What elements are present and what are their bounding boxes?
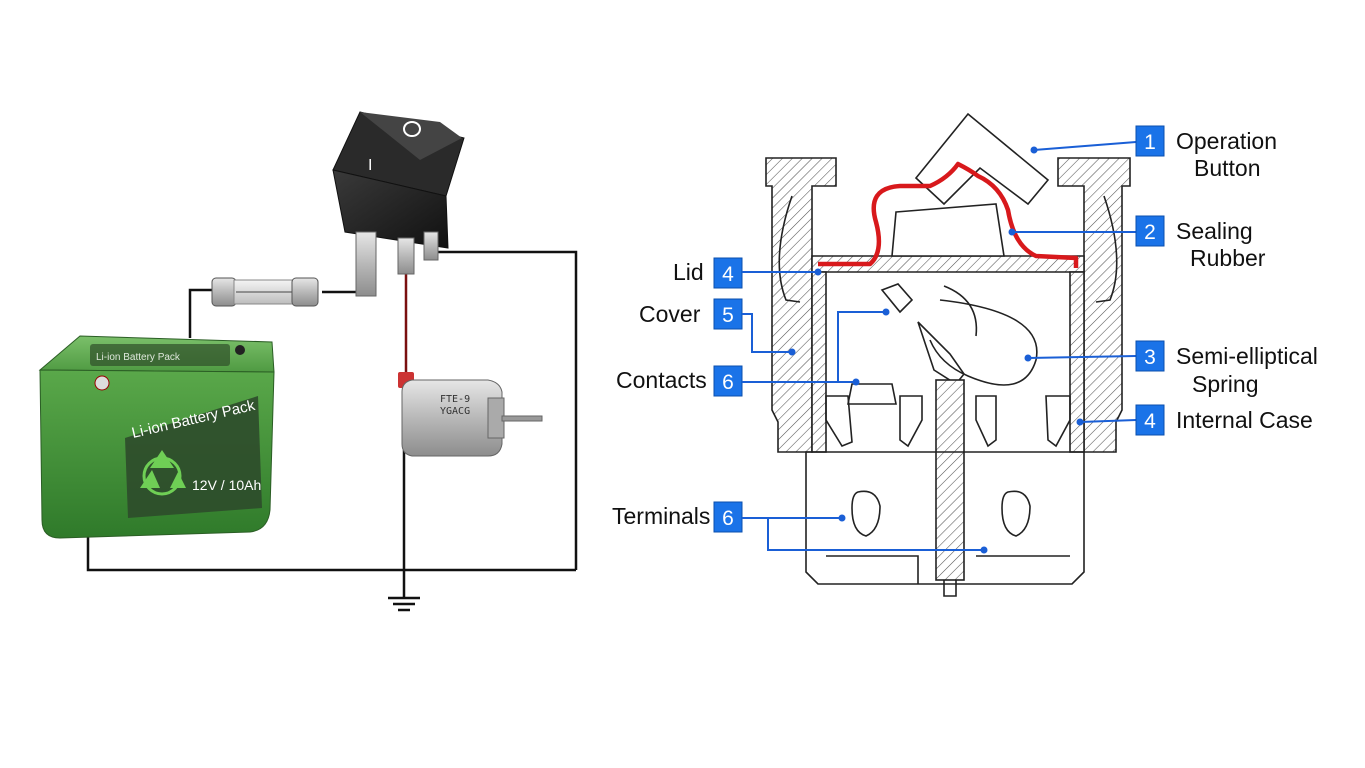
cover-right: [1057, 157, 1131, 453]
switch-cross-section: 1 Operation Button 2 Sealing Rubber 3 Se…: [612, 112, 1318, 597]
dc-motor: FTE-9 YGACG: [398, 372, 543, 457]
leader-3: [1027, 355, 1137, 359]
internal-case-right: [1069, 271, 1085, 453]
leader-1: [1033, 141, 1137, 151]
callout-4-right-number: 4: [1144, 410, 1156, 433]
leader-6-contacts-b: [837, 311, 886, 382]
ground-symbol: [388, 596, 420, 612]
terminal-left: [851, 490, 881, 537]
leader-5: [742, 313, 792, 353]
callout-5-number: 5: [722, 304, 734, 327]
leader-4-right: [1079, 419, 1137, 423]
terminals-housing: [805, 451, 1085, 585]
circuit-group: I FTE-9 YGACG Li-ion Battery Pack Li-ion…: [38, 111, 578, 612]
wire-switch-to-right: [432, 250, 578, 570]
callout-2-number: 2: [1144, 221, 1156, 244]
motor-marking-1: FTE-9: [440, 394, 470, 405]
recycle-icon: [140, 450, 186, 496]
callout-6-contacts-box: [713, 365, 743, 397]
callout-6-terminals-box: [713, 501, 743, 533]
callout-3-box: [1135, 340, 1165, 372]
leader-dot-6d: [980, 546, 988, 554]
battery-top-label: Li-ion Battery Pack: [96, 352, 181, 363]
callout-3-line1: Semi-elliptical: [1176, 343, 1318, 369]
callout-1-box: [1135, 125, 1165, 157]
callout-4-right-label: Internal Case: [1176, 407, 1313, 433]
semi-elliptical-spring: [929, 299, 1038, 386]
callout-3-number: 3: [1144, 346, 1156, 369]
callout-4-left-label: Lid: [673, 259, 704, 285]
leader-dot-6c: [838, 514, 846, 522]
internal-case-left: [811, 271, 827, 453]
callout-6-terminals-label: Terminals: [612, 503, 710, 529]
leader-dot-4-right: [1076, 418, 1084, 426]
callout-1-line2: Button: [1194, 155, 1261, 181]
battery-rating: 12V / 10Ah: [192, 477, 261, 493]
fuse: [211, 277, 319, 307]
callout-5-label: Cover: [639, 301, 701, 327]
callout-3-line2: Spring: [1192, 371, 1258, 397]
callout-2-box: [1135, 215, 1165, 247]
leader-dot-6b: [882, 308, 890, 316]
motor-marking-2: YGACG: [440, 406, 470, 417]
contacts-left: [847, 383, 897, 405]
terminal-right: [1001, 490, 1031, 537]
callout-6-contacts-label: Contacts: [616, 367, 707, 393]
switch-off-mark: [403, 121, 421, 137]
callout-1-line1: Operation: [1176, 128, 1277, 154]
leader-dot-5: [788, 348, 796, 356]
battery-pack: Li-ion Battery Pack Li-ion Battery Pack …: [38, 335, 275, 539]
clip-right: [1095, 195, 1118, 303]
clip-left: [778, 195, 801, 303]
callout-4-right-box: [1135, 404, 1165, 436]
callout-1-number: 1: [1144, 131, 1156, 154]
rocker-switch: I: [332, 111, 465, 297]
center-post: [935, 379, 965, 581]
cover-left: [765, 157, 837, 453]
leader-dot-6a: [852, 378, 860, 386]
operation-button: [914, 112, 1050, 206]
callout-6-contacts-number: 6: [722, 371, 734, 394]
leader-dot-4-left: [814, 268, 822, 276]
sealing-rubber: [818, 161, 1079, 268]
switch-on-mark: I: [368, 157, 372, 174]
callout-4-left-number: 4: [722, 263, 734, 286]
callout-2-line1: Sealing: [1176, 218, 1253, 244]
leader-dot-2: [1008, 228, 1016, 236]
callout-6-terminals-number: 6: [722, 507, 734, 530]
wire-battery-to-fuse: [188, 288, 214, 338]
callout-5-box: [713, 298, 743, 330]
leader-6-terminals-b: [767, 518, 984, 551]
callout-2-line2: Rubber: [1190, 245, 1266, 271]
callout-4-left-box: [713, 257, 743, 289]
leader-dot-1: [1030, 146, 1038, 154]
leader-dot-3: [1024, 354, 1032, 362]
